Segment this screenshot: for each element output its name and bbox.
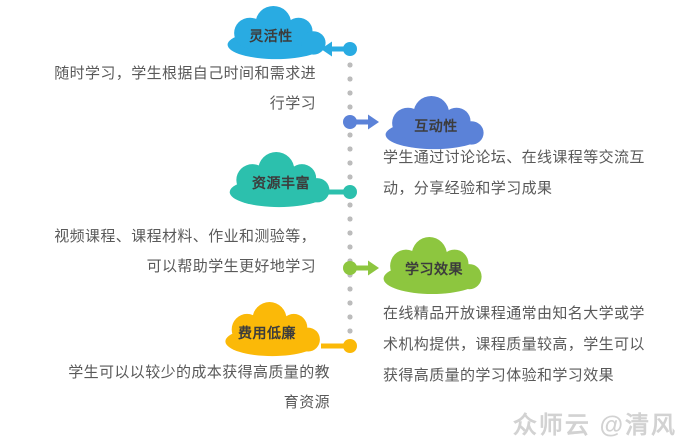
cloud-shape-icon [385,96,484,150]
description-line: 视频课程、课程材料、作业和测验等， [54,228,316,245]
cloud-title-rich-resources: 资源丰富 [252,175,310,191]
arrow-right-interactivity-icon [343,114,379,130]
cloud-rich-resources: 资源丰富 [224,152,338,208]
description-line: 随时学习，学生根据自己时间和需求进 [54,65,316,82]
cloud-learning-effect: 学习效果 [378,237,490,295]
cloud-title-low-cost: 费用低廉 [238,324,296,341]
description-line: 行学习 [269,95,316,112]
arrow-left-flexibility-icon [321,41,357,57]
description-line: 学生可以以较少的成本获得高质量的教 [68,364,330,381]
stem-rich-resources-icon [321,185,357,199]
watermark-text: 众师云 @清风 [512,412,677,439]
description-line: 获得高质量的学习体验和学习效果 [383,367,615,384]
description-flexibility: 随时学习，学生根据自己时间和需求进 行学习 [30,59,316,119]
cloud-title-learning-effect: 学习效果 [405,261,463,277]
stem-low-cost-icon [321,339,357,353]
description-line: 学生通过讨论论坛、在线课程等交流互 [383,149,645,166]
arrow-right-learning-effect-icon [343,260,379,276]
description-rich-resources: 视频课程、课程材料、作业和测验等， 可以帮助学生更好地学习 [30,222,316,282]
cloud-low-cost: 费用低廉 [220,302,328,357]
cloud-flexibility: 灵活性 [222,6,334,60]
description-line: 术机构提供，课程质量较高，学生可以 [383,336,645,353]
description-line: 在线精品开放课程通常由知名大学或学 [383,305,645,322]
description-line: 可以帮助学生更好地学习 [146,258,316,275]
cloud-title-interactivity: 互动性 [414,118,458,134]
description-line: 动，分享经验和学习成果 [383,180,553,197]
cloud-shape-icon [383,237,482,295]
description-line: 育资源 [283,394,330,411]
cloud-title-flexibility: 灵活性 [249,28,293,44]
cloud-interactivity: 互动性 [380,96,492,150]
description-low-cost: 学生可以以较少的成本获得高质量的教 育资源 [30,358,330,418]
cloud-shape-icon [229,152,330,208]
description-learning-effect: 在线精品开放课程通常由知名大学或学 术机构提供，课程质量较高，学生可以 获得高质… [383,298,675,391]
cloud-shape-icon [227,6,326,60]
cloud-shape-icon [225,302,320,357]
description-interactivity: 学生通过讨论论坛、在线课程等交流互 动，分享经验和学习成果 [383,142,675,204]
